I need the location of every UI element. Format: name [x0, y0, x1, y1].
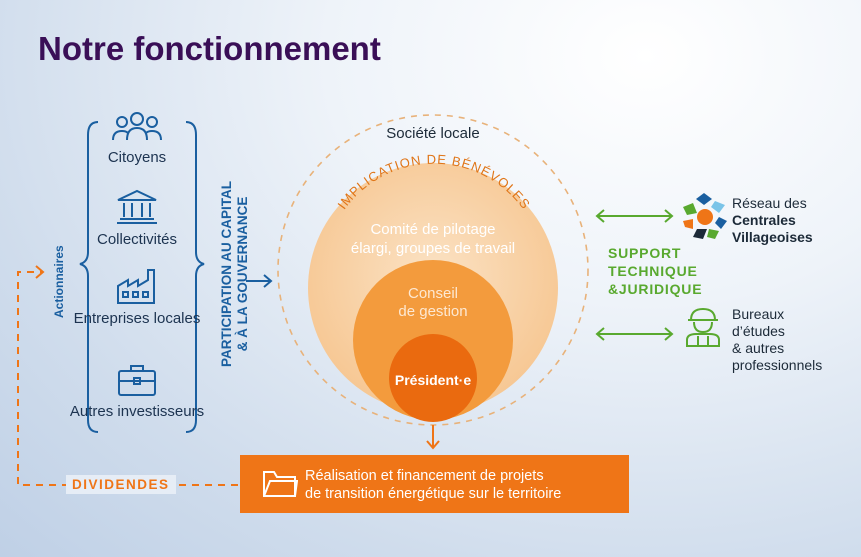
dividends-label: DIVIDENDES	[66, 475, 176, 494]
town-hall-icon	[115, 188, 159, 226]
outcome-text: Réalisation et financement de projets de…	[305, 468, 562, 502]
network-logo-icon	[679, 191, 729, 241]
left-brace	[79, 121, 99, 433]
people-group-icon	[111, 110, 163, 144]
shareholder-label: Citoyens	[107, 149, 167, 166]
right-brace	[185, 121, 205, 433]
network-label: Réseau des Centrales Villageoises	[732, 195, 813, 245]
briefcase-icon	[117, 363, 157, 397]
support-label: SUPPORT TECHNIQUE &JURIDIQUE	[608, 245, 703, 297]
governance-circles: IMPLICATION DE BÉNÉVOLES	[308, 152, 558, 422]
shareholders-group-label: Actionnaires	[52, 245, 66, 318]
board-label: Conseil de gestion	[398, 285, 468, 320]
consultants-label: Bureaux d’études & autres professionnels	[732, 306, 823, 373]
factory-icon	[115, 266, 159, 306]
committee-label: Comité de pilotage élargi, groupes de tr…	[350, 221, 516, 257]
engineer-icon	[684, 306, 722, 348]
president-circle	[389, 334, 477, 422]
society-label: Société locale	[386, 125, 480, 142]
shareholder-label: Entreprises locales	[73, 310, 201, 327]
folder-icon	[262, 469, 298, 499]
support-arrow-bottom	[595, 327, 674, 341]
shareholder-label: Collectivités	[96, 231, 178, 248]
outcome-box	[240, 455, 629, 513]
support-arrow-top	[595, 209, 674, 223]
shareholder-label: Autres investisseurs	[69, 403, 205, 420]
president-label: Président·e	[394, 372, 472, 388]
page-title: Notre fonctionnement	[38, 30, 381, 67]
participation-label: PARTICIPATION AU CAPITAL & À LA GOUVERNA…	[219, 181, 250, 367]
